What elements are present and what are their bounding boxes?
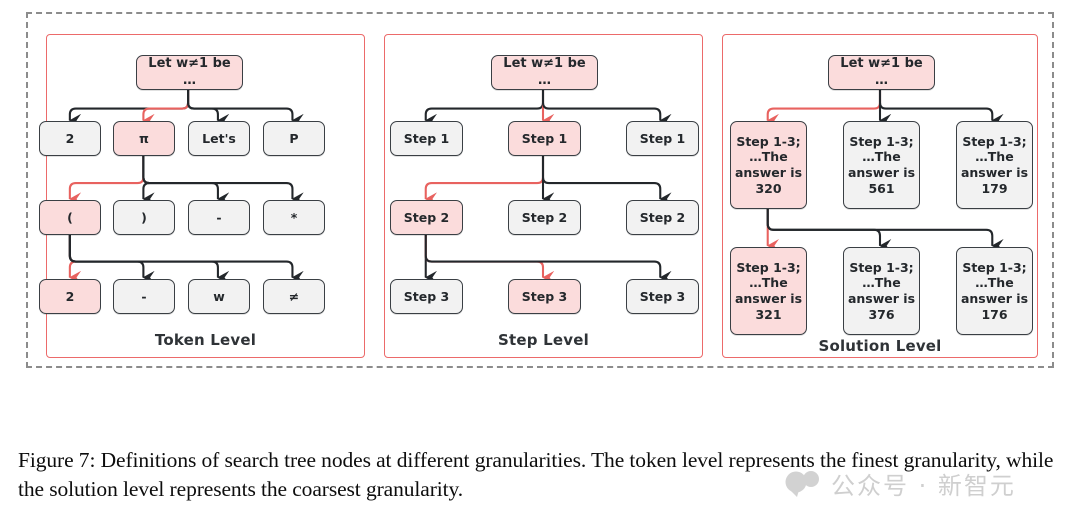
panel-title-step: Step Level (498, 331, 589, 349)
node-label: Step 2 (639, 209, 686, 225)
panel-step-level: Let w≠1 be … Step 1 Step 1 Step 1 Step 2… (384, 34, 703, 358)
node-root[interactable]: Let w≠1 be … (136, 55, 243, 90)
figure-caption: Figure 7: Definitions of search tree nod… (18, 446, 1068, 503)
node-label: P (289, 130, 299, 146)
node-solution-r2c2[interactable]: Step 1-3; …The answer is 376 (843, 247, 920, 335)
node-step-r3c3[interactable]: Step 3 (626, 279, 699, 314)
node-step-r1c1[interactable]: Step 1 (390, 121, 463, 156)
node-label: Step 3 (403, 288, 450, 304)
node-step-r3c1[interactable]: Step 3 (390, 279, 463, 314)
node-token-r1c2[interactable]: π (113, 121, 175, 156)
node-label: 2 (65, 288, 75, 304)
node-token-r2c4[interactable]: * (263, 200, 325, 235)
figure-dashed-frame: Let w≠1 be … 2 π Let's P ( ) - * 2 - w ≠… (26, 12, 1054, 368)
node-label: Step 1-3; …The answer is 561 (847, 133, 916, 196)
node-solution-r2c1[interactable]: Step 1-3; …The answer is 321 (730, 247, 807, 335)
node-token-r3c4[interactable]: ≠ (263, 279, 325, 314)
node-label: ≠ (288, 288, 300, 304)
node-solution-r1c1[interactable]: Step 1-3; …The answer is 320 (730, 121, 807, 209)
node-label: Let w≠1 be … (840, 56, 923, 88)
node-label: w (213, 288, 225, 304)
caption-line-2: finest granularity, while the solution l… (18, 448, 1054, 501)
panel-solution-level: Let w≠1 be … Step 1-3; …The answer is 32… (722, 34, 1038, 358)
node-label: Step 2 (403, 209, 450, 225)
node-label: Let w≠1 be … (148, 56, 231, 88)
node-label: Step 1 (639, 130, 686, 146)
node-label: Step 1 (403, 130, 450, 146)
node-label: Step 1-3; …The answer is 176 (960, 259, 1029, 322)
node-label: ( (67, 209, 73, 225)
node-token-r2c3[interactable]: - (188, 200, 250, 235)
node-token-r2c1[interactable]: ( (39, 200, 101, 235)
node-label: Step 1 (521, 130, 568, 146)
node-label: Let w≠1 be … (503, 56, 586, 88)
node-solution-r1c3[interactable]: Step 1-3; …The answer is 179 (956, 121, 1033, 209)
node-label: Let's (202, 130, 236, 146)
node-label: Step 3 (639, 288, 686, 304)
node-label: - (141, 288, 147, 304)
panel-title-solution: Solution Level (818, 337, 942, 355)
node-step-r1c2[interactable]: Step 1 (508, 121, 581, 156)
node-label: Step 1-3; …The answer is 321 (734, 259, 803, 322)
panel-token-level: Let w≠1 be … 2 π Let's P ( ) - * 2 - w ≠… (39, 34, 365, 358)
node-root[interactable]: Let w≠1 be … (491, 55, 598, 90)
node-solution-r2c3[interactable]: Step 1-3; …The answer is 176 (956, 247, 1033, 335)
node-token-r2c2[interactable]: ) (113, 200, 175, 235)
node-label: Step 2 (521, 209, 568, 225)
node-step-r2c2[interactable]: Step 2 (508, 200, 581, 235)
node-root[interactable]: Let w≠1 be … (828, 55, 935, 90)
node-token-r1c1[interactable]: 2 (39, 121, 101, 156)
node-label: Step 1-3; …The answer is 179 (960, 133, 1029, 196)
node-label: - (216, 209, 222, 225)
node-token-r3c3[interactable]: w (188, 279, 250, 314)
node-label: Step 1-3; …The answer is 320 (734, 133, 803, 196)
node-step-r2c1[interactable]: Step 2 (390, 200, 463, 235)
node-step-r2c3[interactable]: Step 2 (626, 200, 699, 235)
node-step-r3c2[interactable]: Step 3 (508, 279, 581, 314)
node-label: * (290, 209, 298, 225)
node-label: Step 1-3; …The answer is 376 (847, 259, 916, 322)
node-label: ) (141, 209, 147, 225)
node-token-r3c2[interactable]: - (113, 279, 175, 314)
node-token-r1c3[interactable]: Let's (188, 121, 250, 156)
node-solution-r1c2[interactable]: Step 1-3; …The answer is 561 (843, 121, 920, 209)
panel-title-token: Token Level (154, 331, 257, 349)
node-label: 2 (65, 130, 75, 146)
node-token-r1c4[interactable]: P (263, 121, 325, 156)
node-step-r1c3[interactable]: Step 1 (626, 121, 699, 156)
node-label: Step 3 (521, 288, 568, 304)
node-token-r3c1[interactable]: 2 (39, 279, 101, 314)
caption-line-1: Figure 7: Definitions of search tree nod… (18, 448, 846, 472)
node-label: π (139, 130, 149, 146)
